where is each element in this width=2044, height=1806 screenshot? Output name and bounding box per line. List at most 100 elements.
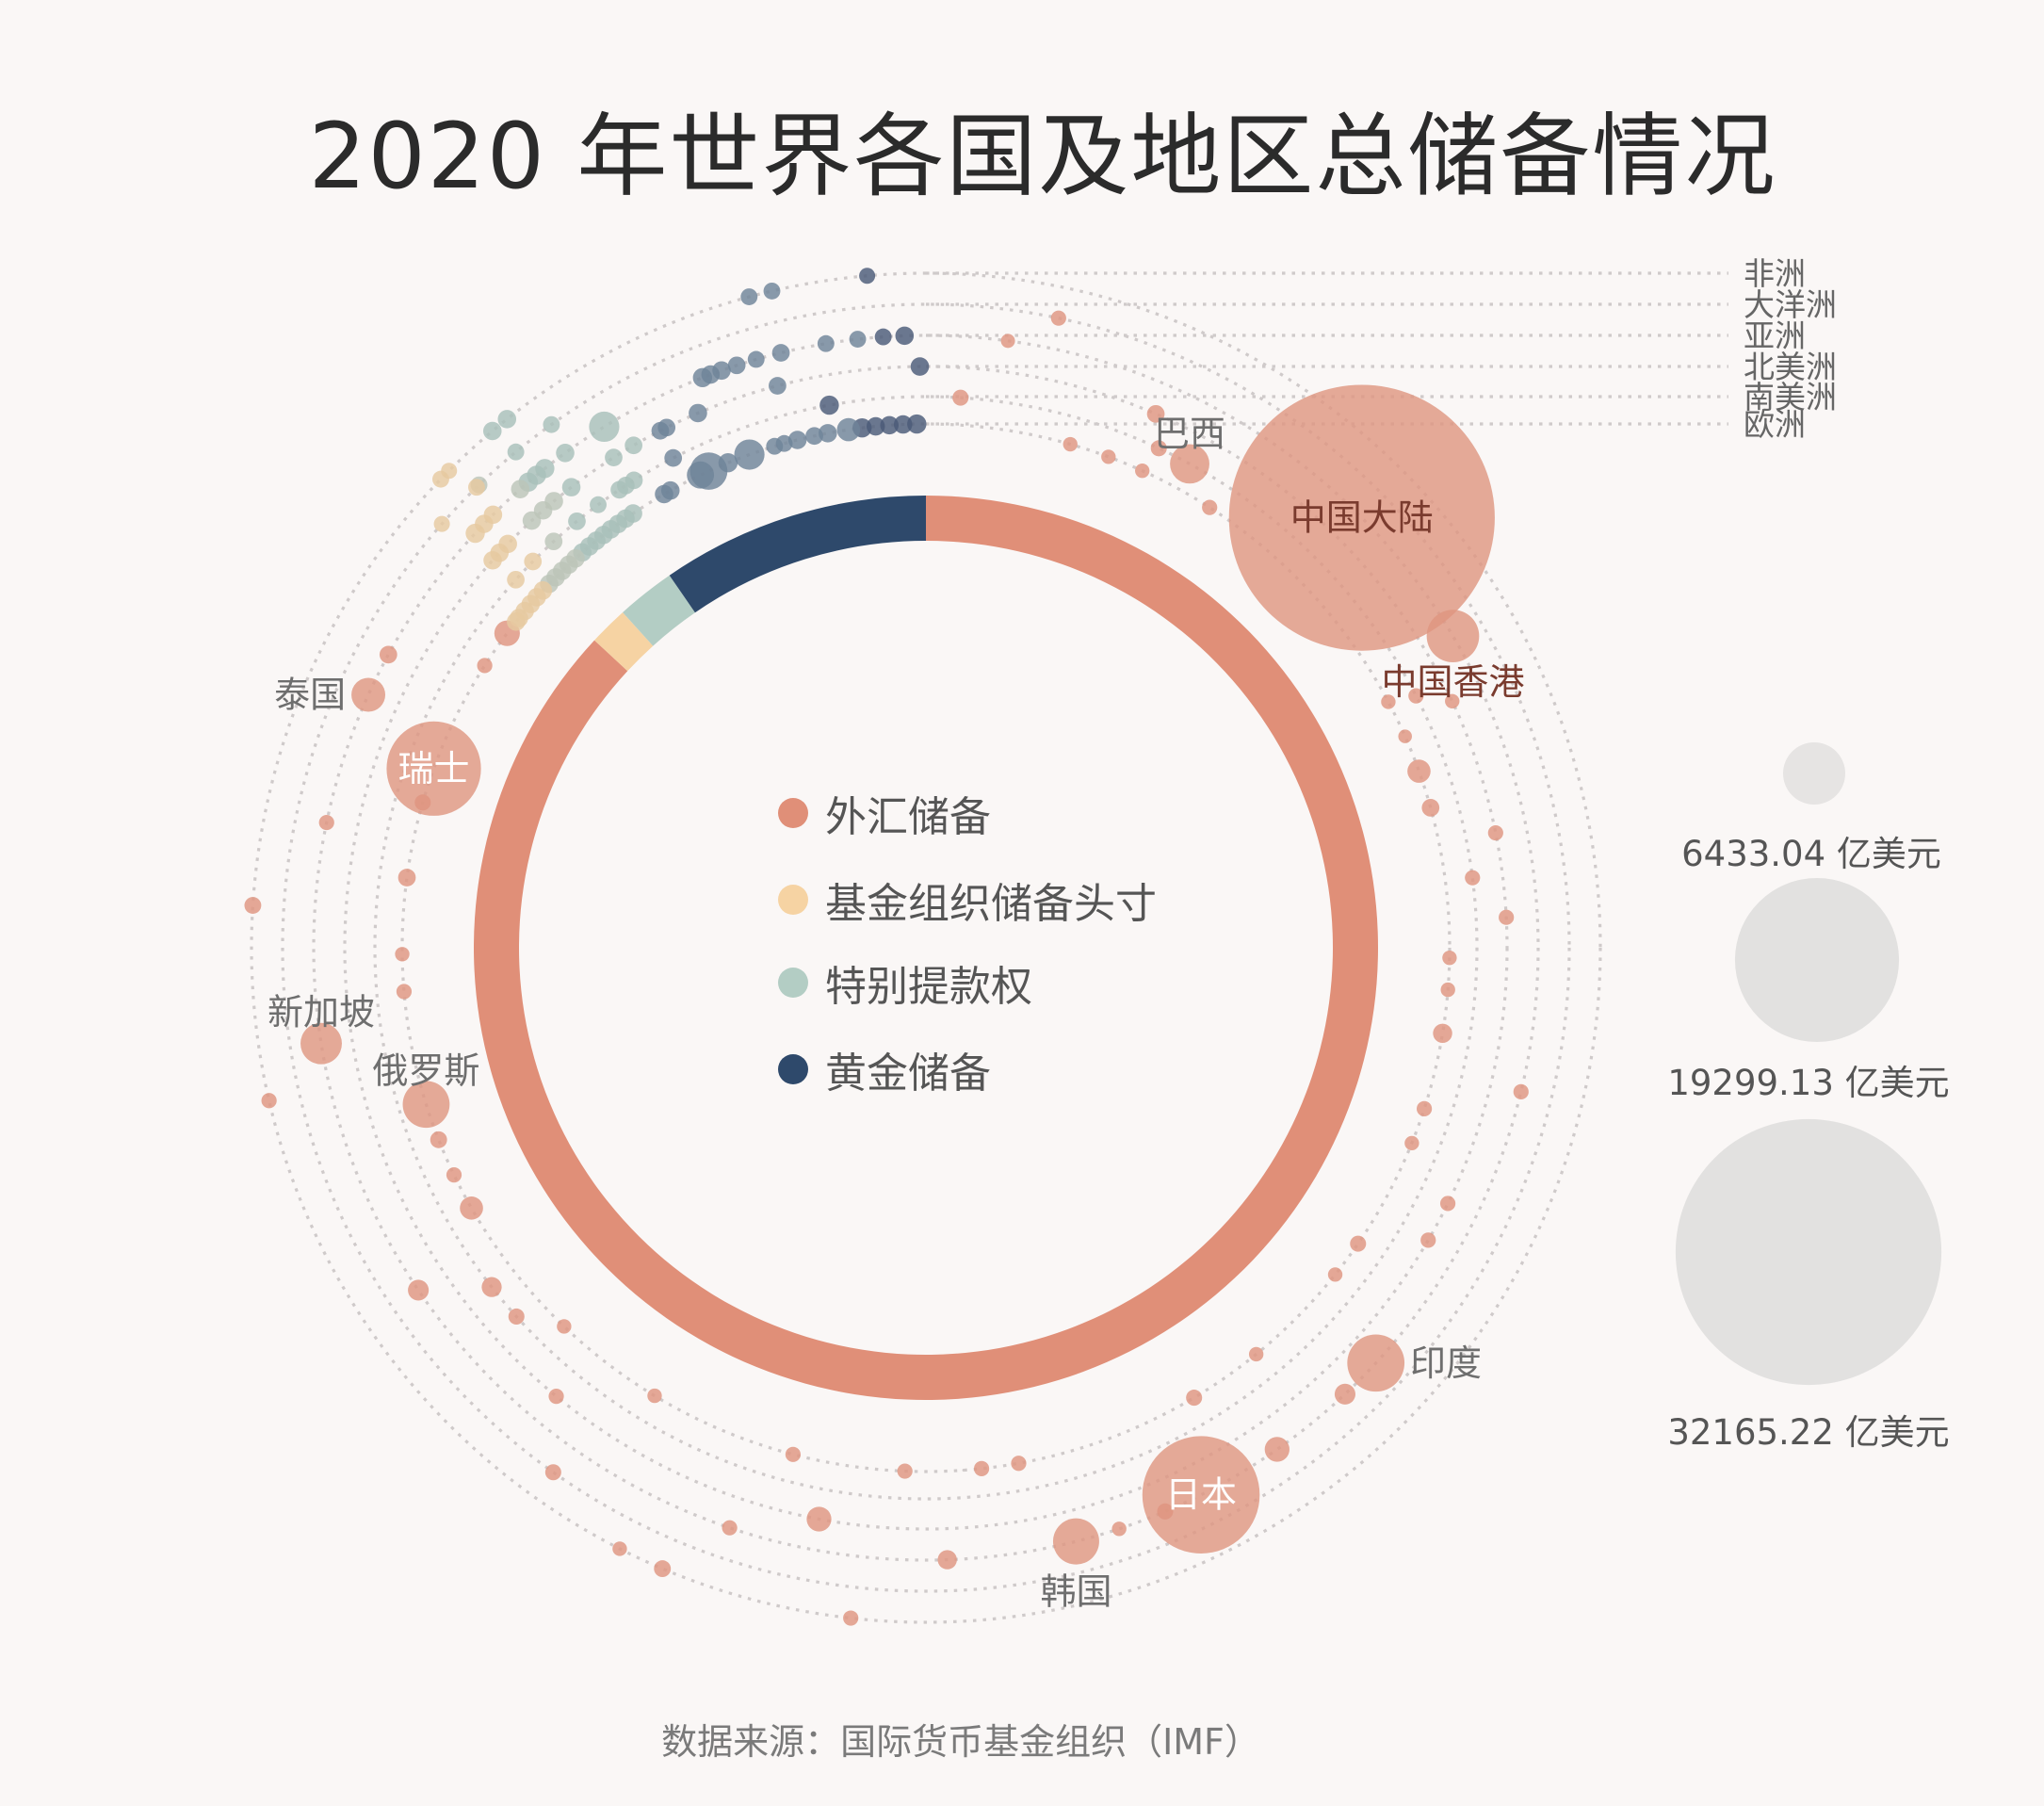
composition-donut xyxy=(473,496,1379,1400)
country-bubble xyxy=(460,1196,483,1220)
size-legend xyxy=(1675,741,1942,1386)
country-bubble xyxy=(897,1463,913,1479)
country-bubble xyxy=(1150,440,1167,457)
continent-ring xyxy=(281,302,1571,1593)
country-label: 巴西 xyxy=(1154,413,1225,454)
country-bubble xyxy=(654,1560,672,1578)
country-bubble xyxy=(1327,1267,1343,1282)
country-bubble xyxy=(244,897,262,914)
country-bubble-labeled xyxy=(1052,1518,1099,1565)
country-bubble-labeled xyxy=(1170,444,1209,484)
country-bubble xyxy=(1407,759,1431,783)
country-bubble xyxy=(477,658,493,674)
country-bubble xyxy=(1248,1346,1264,1362)
legend-item-sdr: 特别提款权 xyxy=(778,961,1157,1011)
country-bubble xyxy=(1440,982,1455,998)
country-bubble xyxy=(507,443,525,461)
ring-label: 南美洲 xyxy=(1744,379,1837,415)
country-bubble xyxy=(318,814,334,831)
country-bubble-labeled xyxy=(1426,610,1480,662)
country-bubble xyxy=(1499,909,1515,925)
country-bubble xyxy=(734,439,765,470)
country-bubble xyxy=(568,512,586,530)
legend-label: 黄金储备 xyxy=(825,1049,991,1098)
country-bubble xyxy=(1408,688,1424,704)
country-label: 瑞士 xyxy=(398,748,470,789)
data-source: 数据来源：国际货币基金组织（IMF） xyxy=(661,1721,1260,1763)
country-bubble xyxy=(747,350,765,368)
ring-label: 非洲 xyxy=(1744,255,1806,292)
country-bubble xyxy=(880,415,899,435)
country-bubble xyxy=(910,357,930,376)
country-bubble xyxy=(433,515,450,532)
legend-dot-gold xyxy=(778,1054,808,1084)
page-title: 2020 年世界各国及地区总储备情况 xyxy=(308,104,1777,209)
country-bubble xyxy=(1513,1083,1529,1099)
country-bubble xyxy=(1420,1232,1436,1248)
country-bubble xyxy=(787,431,807,449)
country-label: 中国大陆 xyxy=(1290,497,1434,539)
country-bubble xyxy=(769,377,787,395)
country-bubble xyxy=(397,869,416,887)
legend-dot-fx xyxy=(778,798,808,828)
country-label: 中国香港 xyxy=(1381,661,1524,703)
country-bubble xyxy=(524,552,543,571)
legend-dot-imf-position xyxy=(778,885,808,915)
country-bubble xyxy=(482,421,502,441)
continent-ring xyxy=(343,365,1509,1531)
country-bubble xyxy=(874,328,892,346)
country-bubble xyxy=(396,984,413,1000)
legend-label: 基金组织储备头寸 xyxy=(825,880,1157,928)
ring-label: 欧洲 xyxy=(1744,406,1806,443)
country-bubble xyxy=(610,480,628,499)
country-bubble xyxy=(1398,729,1412,743)
country-bubble xyxy=(806,1506,832,1532)
country-bubble xyxy=(740,288,758,305)
country-bubble xyxy=(507,570,525,589)
country-bubble xyxy=(544,532,563,551)
donut-segment-3 xyxy=(669,496,926,613)
country-bubble xyxy=(785,1446,802,1462)
country-label: 俄罗斯 xyxy=(372,1049,479,1091)
country-bubble xyxy=(408,1279,430,1301)
composition-legend: 外汇储备 基金组织储备头寸 特别提款权 黄金储备 xyxy=(778,791,1157,1134)
country-bubble xyxy=(727,356,746,375)
country-bubble-labeled xyxy=(300,1022,342,1065)
country-bubble xyxy=(561,478,581,496)
country-bubble xyxy=(1050,310,1066,326)
country-bubble xyxy=(548,1388,564,1405)
country-bubble xyxy=(689,403,707,423)
country-bubble xyxy=(1264,1437,1290,1462)
country-bubble-labeled xyxy=(1142,1436,1260,1554)
country-bubble xyxy=(817,334,835,352)
country-label: 泰国 xyxy=(274,674,346,715)
country-bubble-labeled xyxy=(402,1081,450,1129)
country-bubble xyxy=(1111,1521,1127,1537)
country-label: 韩国 xyxy=(1040,1571,1111,1613)
legend-item-fx: 外汇储备 xyxy=(778,791,1157,841)
country-bubble xyxy=(544,1464,561,1481)
country-bubble xyxy=(655,484,673,504)
country-bubble xyxy=(1416,1100,1433,1116)
country-bubble xyxy=(1146,404,1165,423)
continent-ring xyxy=(373,395,1479,1501)
country-bubble xyxy=(605,448,623,466)
country-bubble xyxy=(379,645,397,664)
country-bubbles xyxy=(244,268,1529,1626)
country-bubble xyxy=(261,1093,277,1109)
country-bubble xyxy=(395,947,410,962)
size-legend-circle xyxy=(1675,1118,1942,1386)
country-bubble xyxy=(836,417,861,442)
country-bubble xyxy=(522,511,542,530)
country-bubble xyxy=(507,612,526,631)
country-bubble xyxy=(612,1541,627,1556)
country-bubble xyxy=(1011,1456,1027,1472)
country-bubble xyxy=(1442,950,1457,966)
country-bubble xyxy=(907,414,927,434)
country-bubble xyxy=(805,427,823,446)
country-bubble xyxy=(1063,436,1078,452)
donut-segment-1 xyxy=(594,611,654,672)
donut-segment-2 xyxy=(623,575,695,646)
